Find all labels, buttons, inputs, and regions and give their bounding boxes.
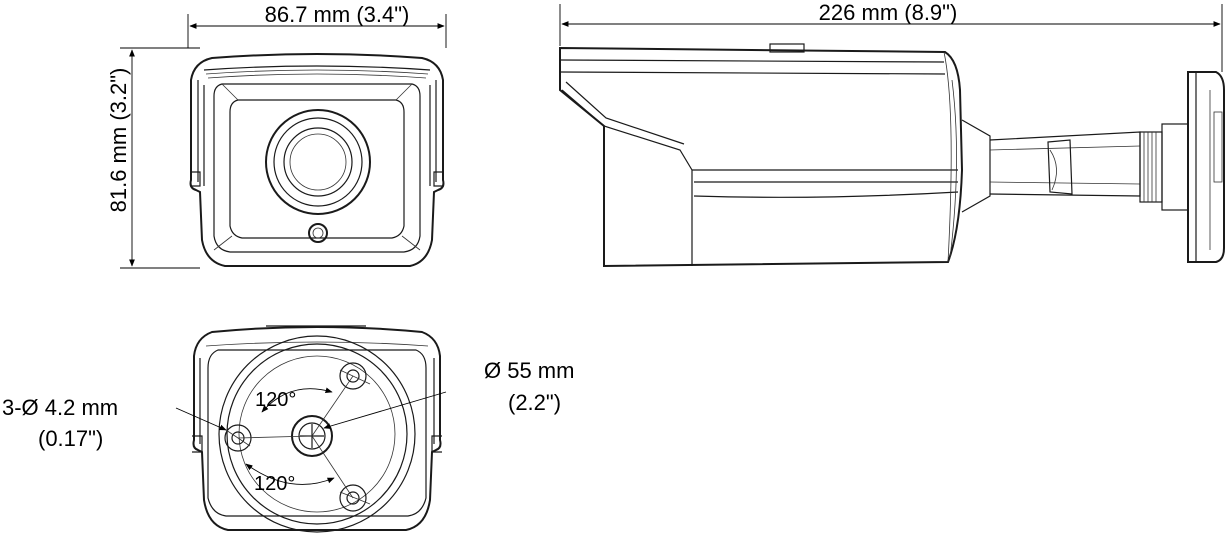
base-plate	[218, 335, 416, 533]
side-view: 226 mm (8.9")	[559, 0, 1225, 268]
front-height-label: 81.6 mm (3.2")	[106, 68, 131, 213]
screw-holes	[224, 362, 371, 512]
mount-housing	[192, 325, 442, 531]
screw-hole	[339, 362, 367, 390]
front-view: 86.7 mm (3.4") 81.6 mm (3.2")	[106, 2, 447, 269]
front-housing	[189, 53, 445, 267]
threaded-joint	[1139, 123, 1189, 211]
front-width-dimension: 86.7 mm (3.4")	[187, 2, 447, 48]
camera-lens	[265, 109, 371, 215]
front-height-dimension: 81.6 mm (3.2")	[106, 47, 200, 269]
side-housing	[559, 43, 964, 268]
front-width-label: 86.7 mm (3.4")	[265, 2, 410, 27]
screw-hole-label: 3-Ø 4.2 mm	[2, 395, 118, 420]
angle-lines	[237, 375, 354, 499]
side-length-dimension: 226 mm (8.9")	[559, 0, 1223, 72]
wall-plate	[1187, 71, 1225, 263]
circle-diameter-label: Ø 55 mm	[484, 358, 574, 383]
leader-lines	[175, 391, 447, 431]
light-sensor	[308, 223, 328, 243]
screw-hole	[339, 484, 367, 512]
circle-diameter-label-inches: (2.2")	[508, 390, 561, 415]
mount-view: 120° 120° 3-Ø 4.2 mm (0.17") Ø 55 mm (2.…	[2, 325, 574, 533]
mounting-arm	[961, 119, 1141, 213]
side-length-label: 226 mm (8.9")	[819, 0, 958, 25]
screw-hole-label-inches: (0.17")	[38, 426, 103, 451]
angle-label-bottom: 120°	[254, 473, 295, 495]
angle-label-top: 120°	[255, 389, 296, 411]
